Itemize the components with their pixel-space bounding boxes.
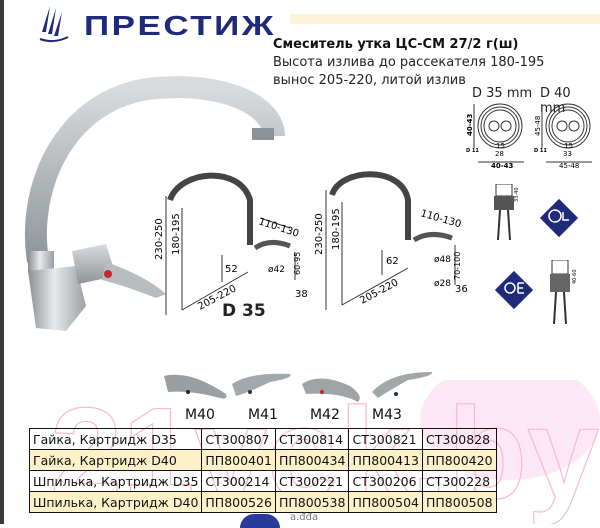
base-height-label: 38: [295, 289, 308, 300]
faucet-photo: [24, 76, 285, 331]
part-code: ПП800526: [201, 491, 276, 513]
svg-text:33-40: 33-40: [514, 187, 520, 202]
table-row: Шпилька, Картридж D40 ПП800526 ПП800538 …: [28, 491, 497, 513]
table-row: Шпилька, Картридж D35 CT300214 CT300221 …: [28, 470, 497, 492]
table-row: Гайка, Картридж D40 ПП800401 ПП800434 ПП…: [28, 449, 497, 471]
handle-m42-image: [302, 378, 360, 402]
part-code: CT300807: [201, 428, 276, 450]
spout-height-spec: Высота излива до рассекателя 180-195: [273, 55, 545, 70]
spout-height-label: 180-195: [171, 213, 182, 255]
part-code: CT300228: [422, 470, 497, 492]
svg-text:33: 33: [563, 150, 572, 158]
stud-mount-diagram: 40-60: [550, 260, 578, 325]
total-height-label: 230-250: [154, 218, 165, 260]
total-height-label: 230-250: [314, 213, 325, 255]
part-code: CT300206: [348, 470, 423, 492]
table-row: Гайка, Картридж D35 CT300807 CT300814 CT…: [28, 428, 497, 450]
row-label: Шпилька, Картридж D35: [28, 470, 203, 492]
handle-length-label: 110-130: [419, 208, 462, 230]
handle-m40-image: [164, 374, 227, 399]
handle-variants: [164, 372, 433, 402]
product-description: Смеситель утка ЦС-СМ 27/2 г(ш) Высота из…: [273, 36, 593, 90]
parts-table: Гайка, Картридж D35 CT300807 CT300814 CT…: [28, 428, 497, 513]
cartridge-d40-diagram: 45-48 D 11 15 33 45-48: [534, 103, 592, 170]
svg-text:D 11: D 11: [534, 148, 547, 154]
svg-text:45-48: 45-48: [534, 116, 542, 136]
part-code: CT300828: [422, 428, 497, 450]
part-code: CT300221: [274, 470, 350, 492]
handle-length-label: 110-130: [257, 216, 300, 239]
diameter-label: ø48: [434, 255, 451, 265]
base-height-label: 36: [455, 284, 468, 295]
svg-text:15: 15: [564, 142, 573, 150]
footer-partial-text: a.đđa: [290, 512, 319, 523]
nut-mount-diagram: 33-40: [494, 184, 520, 241]
part-code: CT300214: [201, 470, 276, 492]
row-label: Шпилька, Картридж D40: [28, 491, 203, 513]
nut-mount-badge-icon: [538, 197, 580, 239]
part-code: ПП800413: [348, 449, 423, 471]
diameter2-label: ø28: [434, 279, 451, 289]
row-label: Гайка, Картридж D40: [28, 449, 203, 471]
svg-text:D 11: D 11: [466, 148, 479, 154]
part-code: ПП800401: [201, 449, 276, 471]
svg-text:15: 15: [496, 142, 505, 150]
column-header-m40: M40: [185, 407, 215, 423]
spout-height-label: 180-195: [331, 208, 342, 250]
part-code: ПП800434: [274, 449, 350, 471]
handle-height-label: 60-95: [293, 252, 302, 275]
column-header-m42: M42: [310, 407, 340, 423]
column-header-m41: M41: [248, 407, 278, 423]
svg-text:40-43: 40-43: [491, 162, 514, 170]
diagram-caption: D 35: [222, 301, 266, 320]
product-title: Смеситель утка ЦС-СМ 27/2 г(ш): [273, 37, 519, 52]
top-highlight-strip: [290, 14, 600, 24]
svg-text:28: 28: [495, 150, 504, 158]
cartridge-d35-diagram: 40-43 D 11 15 28 40-43: [466, 103, 524, 170]
diameter-label: ø42: [268, 265, 285, 275]
sail-logo-icon: [39, 6, 69, 43]
body-height-label: 62: [386, 256, 399, 267]
stud-mount-badge-icon: [493, 269, 535, 311]
left-edge-band: [0, 0, 4, 524]
handle-m41-image: [232, 373, 291, 396]
part-code: ПП800508: [422, 491, 497, 513]
svg-text:40-60: 40-60: [572, 269, 578, 284]
column-header-m43: M43: [372, 407, 402, 423]
handle-height-label: 70-100: [453, 252, 462, 280]
part-code: ПП800538: [274, 491, 350, 513]
svg-text:40-43: 40-43: [466, 113, 474, 136]
certification-stamp-icon: [240, 514, 280, 528]
brand-name: ПРЕСТИЖ: [84, 10, 276, 41]
svg-text:45-48: 45-48: [559, 162, 579, 170]
handle-m43-image: [372, 372, 433, 398]
dimension-diagram-d40: 230-250 180-195 110-130 62 ø48 ø28 70-10…: [314, 171, 468, 310]
part-code: ПП800420: [422, 449, 497, 471]
part-code: CT300814: [274, 428, 350, 450]
reach-spec: вынос 205-220, литой излив: [273, 73, 466, 88]
body-height-label: 52: [225, 264, 238, 275]
part-code: ПП800504: [348, 491, 423, 513]
dimension-diagram-d35: 230-250 180-195 110-130 52 ø42 60-95 38 …: [154, 172, 308, 320]
brand-logo: ПРЕСТИЖ: [36, 4, 276, 48]
cartridge-d35-label: D 35 mm: [472, 86, 533, 101]
row-label: Гайка, Картридж D35: [28, 428, 203, 450]
part-code: CT300821: [348, 428, 423, 450]
